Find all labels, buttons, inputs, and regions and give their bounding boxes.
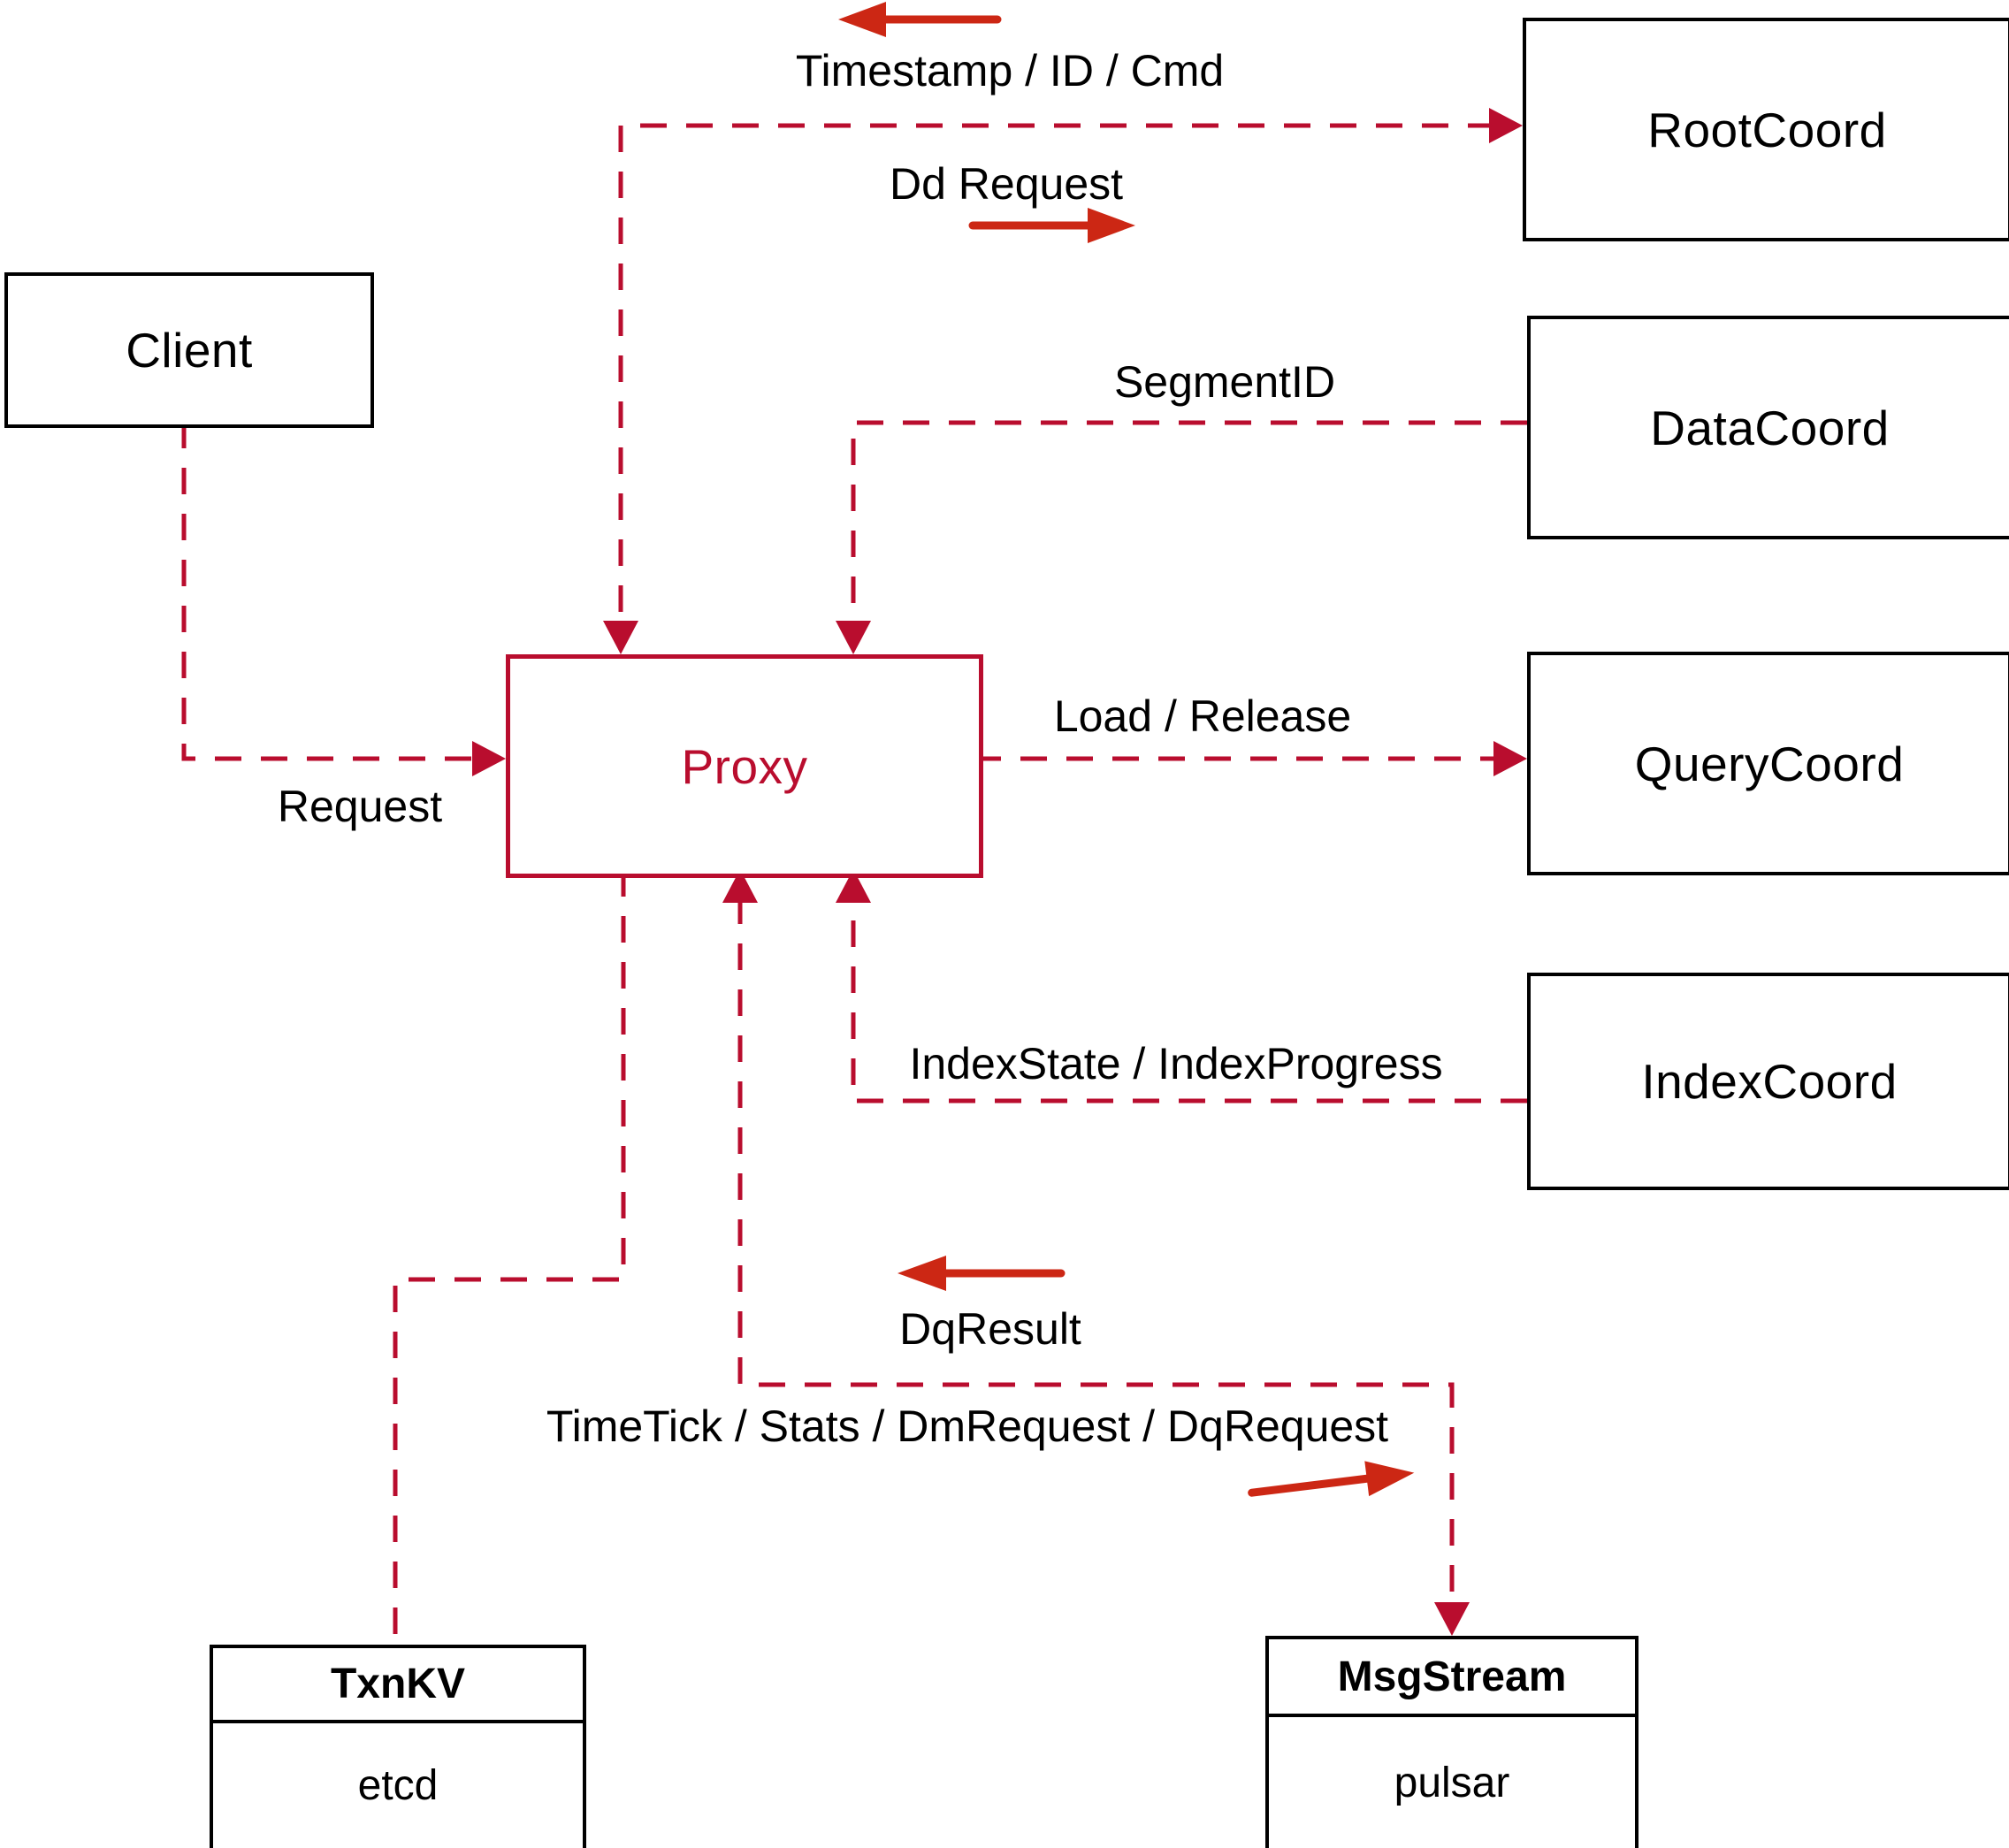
edge-datacoord-proxy-line xyxy=(851,420,1527,626)
flow-arrow-timetick-head xyxy=(1364,1461,1415,1497)
arrowhead-into-proxy-left xyxy=(472,741,506,776)
node-client-label: Client xyxy=(126,323,253,378)
arrowhead-into-proxy-bottom-right xyxy=(836,869,871,903)
node-proxy: Proxy xyxy=(506,654,983,878)
edge-proxy-txnkv xyxy=(393,870,626,1643)
edge-indexcoord-proxy xyxy=(836,869,1527,1103)
node-indexcoord: IndexCoord xyxy=(1527,973,2009,1190)
flow-arrow-dqresult-left xyxy=(898,1256,1066,1291)
node-txnkv: TxnKV etcd xyxy=(210,1645,586,1848)
edge-label-segment-id: SegmentID xyxy=(1113,357,1336,407)
edge-proxy-rootcoord xyxy=(603,108,1523,654)
edge-label-dd-request: Dd Request xyxy=(889,159,1124,209)
arrowhead-into-rootcoord xyxy=(1489,108,1523,143)
flow-arrow-timetick-shaft xyxy=(1248,1474,1373,1497)
edge-label-index-state: IndexState / IndexProgress xyxy=(909,1039,1443,1088)
edge-label-request: Request xyxy=(277,782,443,831)
arrowhead-into-msgstream xyxy=(1434,1602,1470,1636)
edge-proxy-msgstream-line xyxy=(737,897,1455,1607)
node-txnkv-title: TxnKV xyxy=(213,1648,583,1723)
node-msgstream-title-text: MsgStream xyxy=(1337,1653,1567,1700)
node-txnkv-subtitle: etcd xyxy=(213,1723,583,1848)
node-querycoord: QueryCoord xyxy=(1527,652,2009,875)
node-proxy-label: Proxy xyxy=(681,738,808,794)
node-msgstream: MsgStream pulsar xyxy=(1265,1636,1639,1848)
edge-proxy-msgstream xyxy=(722,869,1470,1636)
edge-label-dq-result: DqResult xyxy=(899,1304,1081,1354)
node-rootcoord-label: RootCoord xyxy=(1647,102,1887,157)
arrowhead-into-proxy-top-left xyxy=(603,621,638,654)
edge-label-load-release: Load / Release xyxy=(1053,691,1352,741)
edge-proxy-txnkv-line xyxy=(393,870,626,1643)
flow-arrow-ddrequest-head xyxy=(1088,208,1135,243)
node-datacoord: DataCoord xyxy=(1527,316,2009,539)
node-rootcoord: RootCoord xyxy=(1523,18,2009,241)
node-txnkv-subtitle-text: etcd xyxy=(357,1762,439,1809)
node-txnkv-title-text: TxnKV xyxy=(330,1661,465,1707)
edge-proxy-querycoord xyxy=(974,741,1527,776)
node-msgstream-subtitle-text: pulsar xyxy=(1394,1759,1510,1806)
node-indexcoord-label: IndexCoord xyxy=(1641,1054,1898,1109)
edge-label-timetick: TimeTick / Stats / DmRequest / DqRequest xyxy=(546,1401,1389,1451)
flow-arrow-timetick-right xyxy=(1248,1461,1415,1497)
node-msgstream-subtitle: pulsar xyxy=(1269,1717,1635,1848)
node-datacoord-label: DataCoord xyxy=(1650,400,1890,455)
arrowhead-into-proxy-top-right xyxy=(836,621,871,654)
arrowhead-into-querycoord xyxy=(1493,741,1527,776)
flow-arrow-dqresult-head xyxy=(898,1256,946,1291)
edge-proxy-rootcoord-line xyxy=(618,123,1494,626)
flow-arrow-timestamp-head xyxy=(838,2,886,37)
node-msgstream-title: MsgStream xyxy=(1269,1639,1635,1717)
edge-label-timestamp: Timestamp / ID / Cmd xyxy=(795,46,1225,95)
node-client: Client xyxy=(4,272,374,428)
edge-client-to-proxy xyxy=(181,422,506,776)
arrowhead-into-proxy-bottom-left xyxy=(722,869,758,903)
flow-arrow-timestamp-left xyxy=(838,2,1002,37)
edge-client-to-proxy-line xyxy=(181,422,477,761)
edge-datacoord-proxy xyxy=(836,420,1527,654)
node-querycoord-label: QueryCoord xyxy=(1634,736,1905,791)
flow-arrow-ddrequest-right xyxy=(968,208,1135,243)
